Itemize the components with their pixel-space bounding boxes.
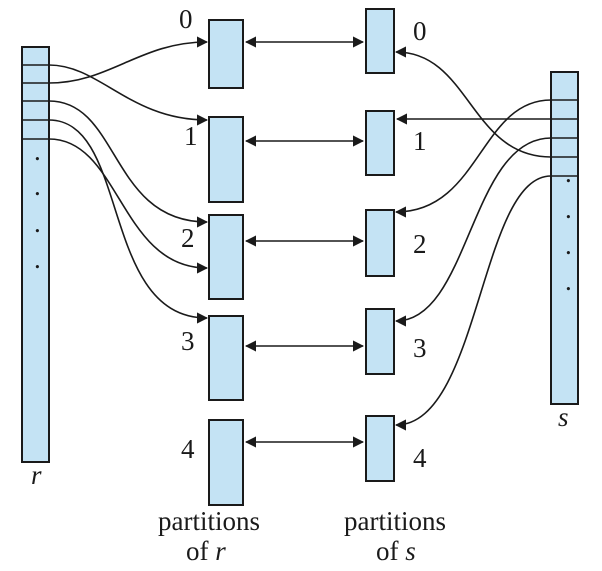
s-partition-label-3: 3 (413, 333, 427, 363)
r-partitions-caption-line2: of r (186, 536, 226, 566)
r-hash-arrow (48, 36, 209, 84)
s-partitions-caption-line2: of s (376, 536, 416, 566)
s-partition-4 (365, 415, 395, 482)
r-hash-arrow (48, 100, 209, 228)
relation-s-bar (550, 71, 579, 405)
r-partitions-caption-var: r (215, 536, 226, 566)
s-hash-arrow (394, 99, 552, 218)
s-hash-arrow (394, 175, 552, 431)
relation-r-label: r (31, 460, 42, 490)
s-hash-arrow (394, 137, 552, 327)
s-hash-arrows (394, 46, 552, 431)
relation-s-label: s (558, 402, 569, 432)
r-partition-label-3: 3 (181, 326, 195, 356)
relation-r-dot: . (34, 171, 41, 201)
r-partition-label-1: 1 (184, 121, 198, 151)
relation-s: . . . . s (550, 71, 579, 432)
partition-index-labels: 0 1 2 3 4 0 1 2 3 4 (179, 4, 427, 473)
relation-s-dot: . (565, 194, 572, 224)
r-partitions-caption-prefix: of (186, 536, 215, 566)
r-partition-2 (208, 214, 244, 300)
r-hash-arrow (48, 64, 209, 126)
r-partition-label-0: 0 (179, 4, 193, 34)
s-partition-label-0: 0 (413, 16, 427, 46)
r-partition-4 (208, 419, 244, 506)
partitions-of-s (365, 8, 395, 482)
s-partitions-caption-var: s (405, 536, 416, 566)
relation-r-dot: . (34, 208, 41, 238)
partition-pair-links (244, 36, 365, 448)
relation-r: . . . . r (21, 46, 50, 490)
s-partition-3 (365, 308, 395, 375)
r-partition-label-4: 4 (181, 434, 195, 464)
captions: partitions of r partitions of s (158, 506, 446, 566)
relation-r-dot: . (34, 244, 41, 274)
r-hash-arrows (48, 36, 209, 324)
s-partition-label-1: 1 (413, 126, 427, 156)
partitions-of-r (208, 19, 244, 506)
r-partition-1 (208, 116, 244, 203)
relation-r-bar (21, 46, 50, 463)
s-partition-label-2: 2 (413, 229, 427, 259)
s-partition-2 (365, 209, 395, 277)
r-partitions-caption-line1: partitions (158, 506, 260, 536)
s-partition-1 (365, 110, 395, 176)
s-partitions-caption-line1: partitions (344, 506, 446, 536)
r-hash-arrow (48, 119, 209, 324)
relation-s-dot: . (565, 158, 572, 188)
s-partition-0 (365, 8, 395, 74)
relation-s-dot: . (565, 266, 572, 296)
relation-r-dot: . (34, 136, 41, 166)
r-partition-0 (208, 19, 244, 89)
r-partition-3 (208, 315, 244, 401)
r-partition-label-2: 2 (181, 223, 195, 253)
s-hash-arrow (394, 46, 552, 158)
s-partitions-caption-prefix: of (376, 536, 405, 566)
s-partition-label-4: 4 (413, 443, 427, 473)
relation-s-dot: . (565, 230, 572, 260)
r-hash-arrow (48, 138, 209, 274)
